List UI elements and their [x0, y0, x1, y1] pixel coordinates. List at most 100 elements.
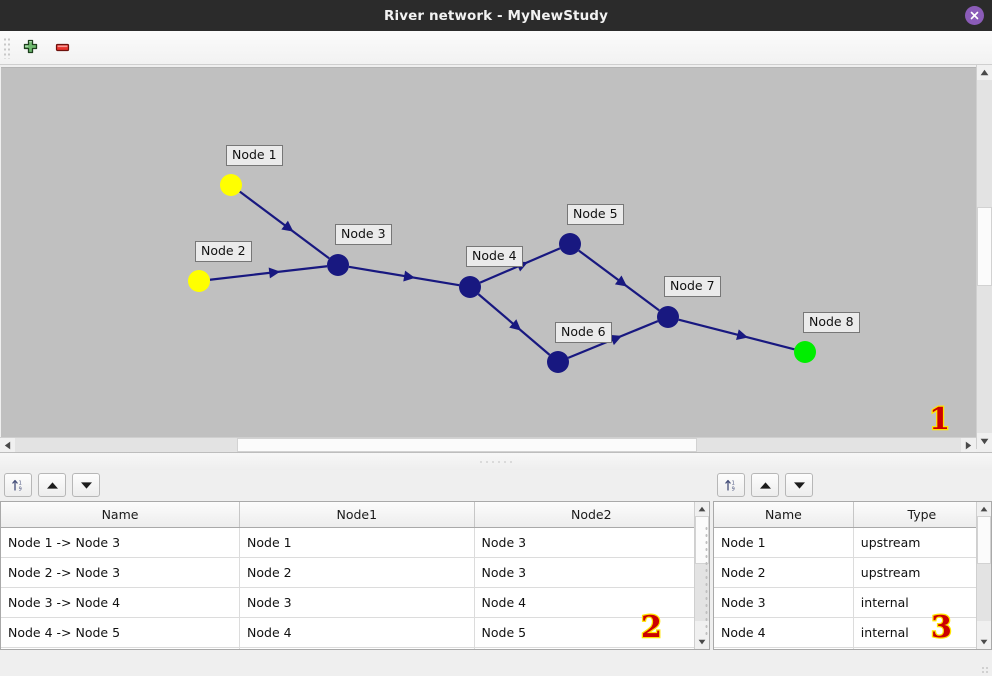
- table-cell[interactable]: Node 1: [239, 527, 475, 558]
- close-button[interactable]: [965, 6, 984, 25]
- canvas-hscroll-thumb[interactable]: [237, 438, 697, 452]
- node-label-node4[interactable]: Node 4: [466, 246, 523, 267]
- table-cell[interactable]: Node 3: [474, 527, 709, 558]
- table-cell[interactable]: [853, 647, 991, 649]
- reaches-move-up-button[interactable]: [38, 473, 66, 497]
- table-cell[interactable]: [714, 647, 854, 649]
- table-cell[interactable]: [474, 647, 709, 649]
- nodes-toolbar: 1 9: [713, 470, 819, 500]
- node-label-node2[interactable]: Node 2: [195, 241, 252, 262]
- node-label-node8[interactable]: Node 8: [803, 312, 860, 333]
- scroll-track-left[interactable]: [15, 438, 237, 452]
- scroll-down-button[interactable]: [695, 635, 709, 649]
- node-label-node6[interactable]: Node 6: [555, 322, 612, 343]
- reaches-column-header-name[interactable]: Name: [1, 502, 241, 528]
- reaches-sort-button[interactable]: 1 9: [4, 473, 32, 497]
- table-cell[interactable]: Node 2 -> Node 3: [1, 557, 241, 588]
- scroll-track-lower[interactable]: [977, 286, 992, 433]
- node-label-node5[interactable]: Node 5: [567, 204, 624, 225]
- scroll-left-button[interactable]: [0, 438, 15, 452]
- edge-Node3-to-Node4[interactable]: [348, 265, 460, 287]
- table-row-empty[interactable]: [1, 647, 709, 649]
- table-cell[interactable]: [239, 647, 475, 649]
- graph-node-node4[interactable]: [459, 276, 481, 298]
- graph-node-node8[interactable]: [794, 341, 816, 363]
- table-cell[interactable]: Node 3: [239, 587, 475, 618]
- table-cell[interactable]: Node 4 -> Node 5: [1, 617, 241, 648]
- nodes-vscroll-thumb[interactable]: [977, 516, 991, 564]
- scroll-up-button[interactable]: [695, 502, 709, 516]
- add-node-button[interactable]: [16, 34, 44, 62]
- scroll-track-right[interactable]: [697, 438, 961, 452]
- resize-grip[interactable]: [981, 666, 989, 674]
- nodes-vertical-scrollbar[interactable]: [976, 502, 991, 649]
- scroll-down-button[interactable]: [977, 434, 992, 449]
- nodes-column-header-name[interactable]: Name: [714, 502, 854, 528]
- canvas-vertical-scrollbar[interactable]: [976, 65, 992, 449]
- node-label-node7[interactable]: Node 7: [664, 276, 721, 297]
- table-cell[interactable]: upstream: [853, 557, 991, 588]
- edge-Node2-to-Node3[interactable]: [209, 265, 328, 281]
- scroll-up-button[interactable]: [977, 502, 991, 516]
- graph-node-node2[interactable]: [188, 270, 210, 292]
- table-row-empty[interactable]: [714, 647, 991, 649]
- edge-Node7-to-Node8[interactable]: [678, 318, 795, 351]
- remove-node-button[interactable]: [48, 34, 76, 62]
- nodes-move-up-button[interactable]: [751, 473, 779, 497]
- node-label-node1[interactable]: Node 1: [226, 145, 283, 166]
- graph-node-node7[interactable]: [657, 306, 679, 328]
- scroll-track-upper[interactable]: [977, 80, 992, 207]
- table-cell[interactable]: upstream: [853, 527, 991, 558]
- table-cell[interactable]: Node 2: [714, 557, 854, 588]
- graph-node-node3[interactable]: [327, 254, 349, 276]
- table-cell[interactable]: Node 4: [239, 617, 475, 648]
- graph-node-node5[interactable]: [559, 233, 581, 255]
- graph-node-node1[interactable]: [220, 174, 242, 196]
- vertical-splitter[interactable]: [704, 525, 710, 635]
- table-cell[interactable]: Node 4: [474, 587, 709, 618]
- table-cell[interactable]: Node 3 -> Node 4: [1, 587, 241, 618]
- table-cell[interactable]: Node 1 -> Node 3: [1, 527, 241, 558]
- graph-node-node6[interactable]: [547, 351, 569, 373]
- horizontal-splitter[interactable]: [0, 452, 992, 470]
- canvas-vscroll-thumb[interactable]: [977, 207, 992, 286]
- table-cell[interactable]: internal: [853, 617, 991, 648]
- nodes-sort-button[interactable]: 1 9: [717, 473, 745, 497]
- table-cell[interactable]: Node 3: [714, 587, 854, 618]
- scroll-up-button[interactable]: [977, 65, 992, 80]
- reaches-column-header-node1[interactable]: Node1: [239, 502, 475, 528]
- scroll-track[interactable]: [977, 564, 991, 621]
- nodes-column-header-type[interactable]: Type: [853, 502, 991, 528]
- nodes-move-down-button[interactable]: [785, 473, 813, 497]
- table-cell[interactable]: internal: [853, 587, 991, 618]
- table-cell[interactable]: Node 4: [714, 617, 854, 648]
- scroll-down-button[interactable]: [977, 635, 991, 649]
- table-cell[interactable]: Node 1: [714, 527, 854, 558]
- table-cell[interactable]: Node 5: [474, 617, 709, 648]
- reaches-column-header-node2[interactable]: Node2: [474, 502, 709, 528]
- table-cell[interactable]: [1, 647, 241, 649]
- triangle-up-icon: [980, 506, 988, 512]
- node-label-node3[interactable]: Node 3: [335, 224, 392, 245]
- canvas-horizontal-scrollbar[interactable]: [0, 437, 976, 452]
- table-cell[interactable]: Node 2: [239, 557, 475, 588]
- edge-Node1-to-Node3[interactable]: [239, 190, 330, 260]
- scroll-right-button[interactable]: [961, 438, 976, 452]
- reaches-move-down-button[interactable]: [72, 473, 100, 497]
- toolbar-grip[interactable]: [3, 36, 12, 59]
- edge-layer: [209, 190, 795, 359]
- table-cell[interactable]: Node 3: [474, 557, 709, 588]
- network-diagram[interactable]: Node 1 Node 2 Node 3 Node 4 Node 5 Node 6 Node…: [1, 67, 976, 449]
